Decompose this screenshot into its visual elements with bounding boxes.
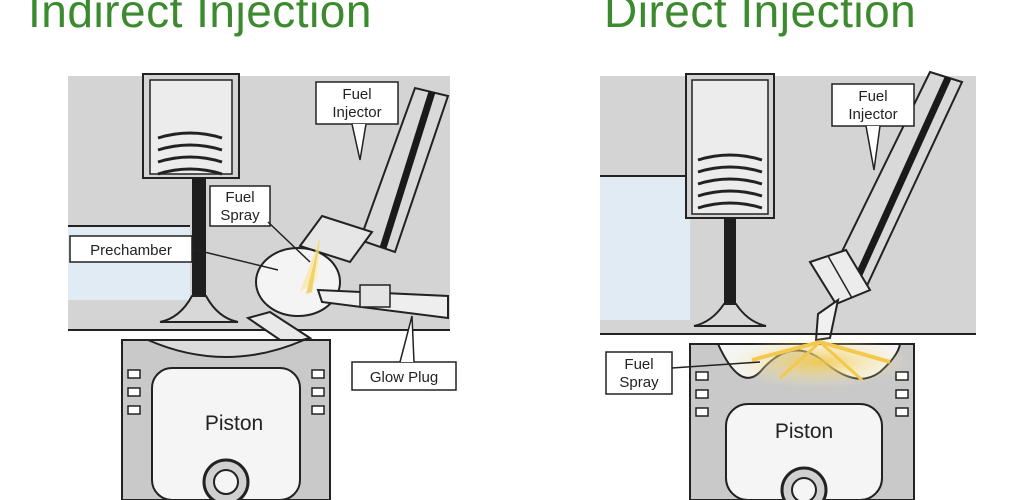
indirect-fuel-spray-label-line2: Spray	[220, 207, 260, 224]
direct-fuel-spray-label-line1: Fuel	[624, 356, 653, 373]
direct-labels: Fuel Injector Fuel Spray Piston	[605, 83, 915, 443]
fuel-spray-glow	[726, 336, 910, 388]
fuel-spray	[300, 238, 320, 292]
indirect-fuel-injector-label-line2: Injector	[332, 104, 381, 121]
prechamber-label: Prechamber	[90, 242, 172, 259]
indirect-fuel-spray-label-line1: Fuel	[225, 189, 254, 206]
valve-head	[693, 303, 767, 327]
indirect-injection-diagram	[68, 73, 450, 500]
intake-port	[600, 176, 690, 320]
indirect-injection-title: Indirect Injection	[28, 0, 372, 37]
valve-head	[159, 295, 239, 323]
direct-fuel-injector-label-line1: Fuel	[858, 88, 887, 105]
valve-spring	[697, 153, 763, 210]
direct-piston-label: Piston	[775, 420, 833, 443]
fuel-spray-jets	[751, 340, 891, 382]
glow-plug-label: Glow Plug	[370, 369, 438, 386]
direct-fuel-spray-label-line2: Spray	[619, 374, 659, 391]
valve-stem	[724, 218, 736, 306]
indirect-fuel-injector-label-line1: Fuel	[342, 86, 371, 103]
piston-rings	[695, 371, 909, 417]
indirect-piston-label: Piston	[205, 412, 263, 435]
piston-inner	[151, 367, 301, 500]
piston-inner	[725, 403, 883, 500]
valve-stem	[192, 178, 206, 298]
valve-spring	[157, 131, 223, 176]
direct-injection-title: Direct Injection	[604, 0, 917, 37]
direct-fuel-injector-label-line2: Injector	[848, 106, 897, 123]
prechamber	[255, 247, 341, 317]
piston-rings	[127, 369, 325, 415]
indirect-labels: Fuel Injector Fuel Spray Prechamber Glow…	[69, 81, 457, 435]
